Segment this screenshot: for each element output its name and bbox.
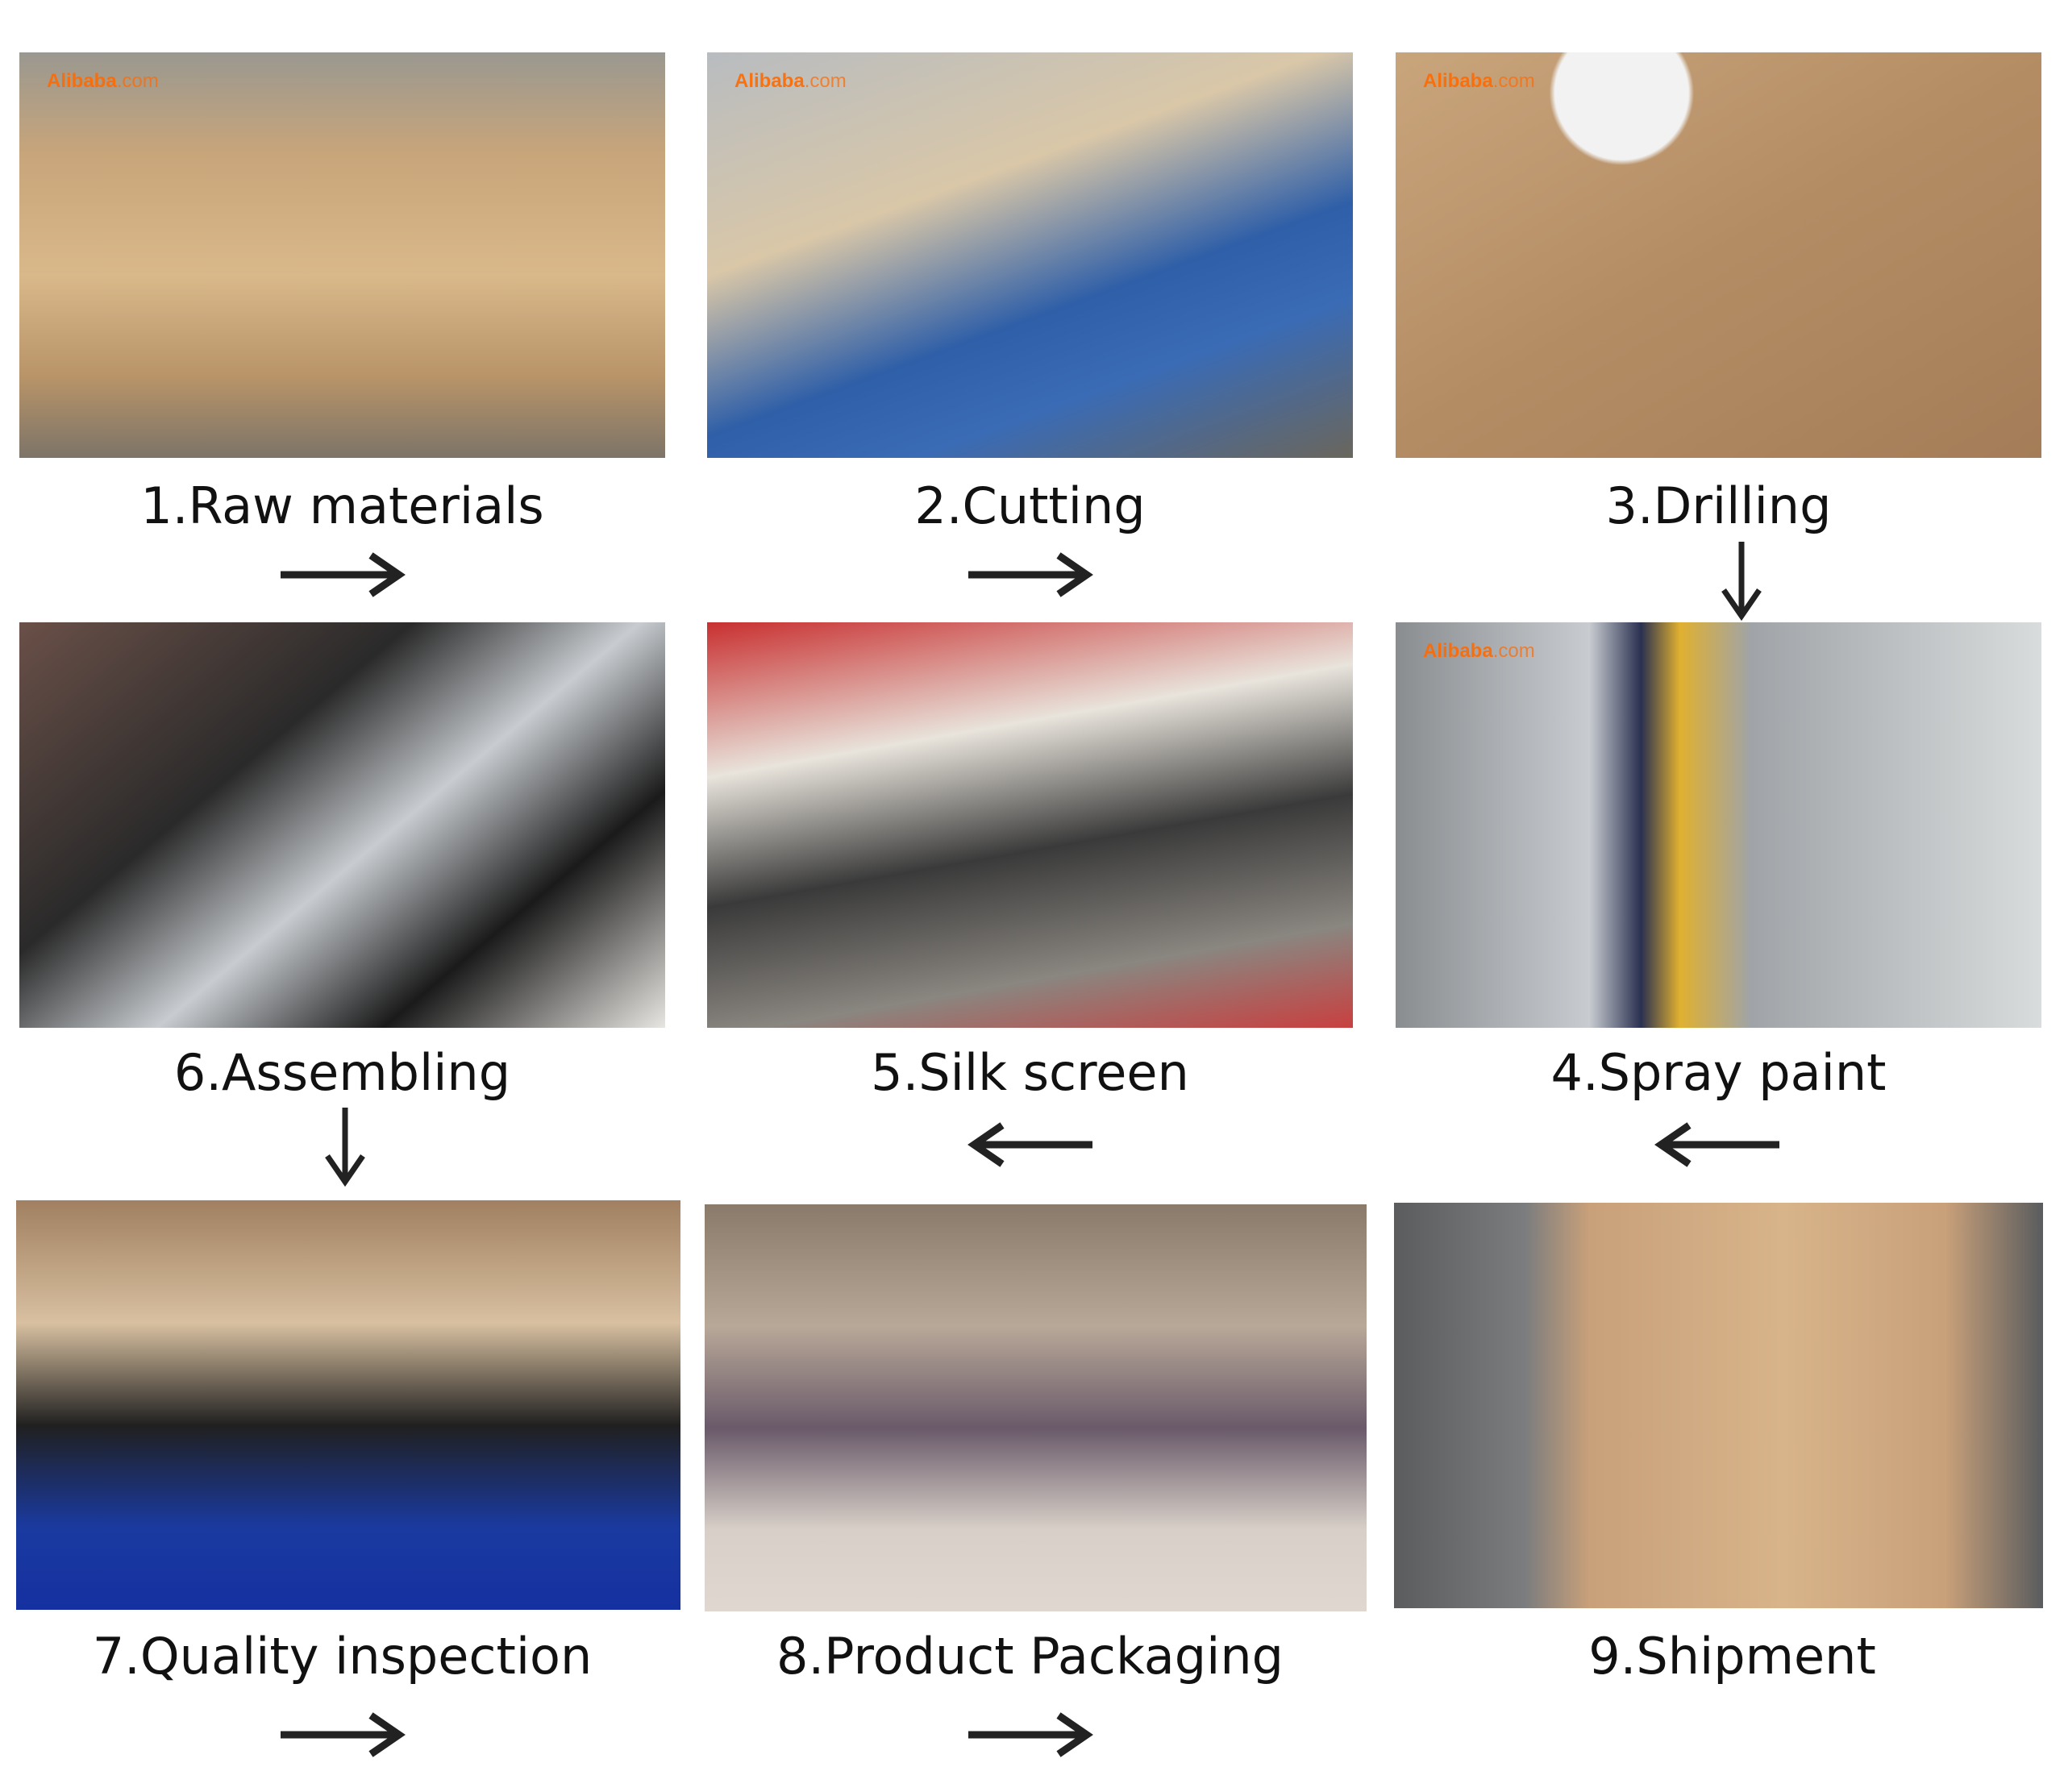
step-label-6: 6.Assembling — [173, 1043, 511, 1102]
step-label-4: 4.Spray paint — [1550, 1043, 1887, 1102]
photo-cutting: Alibaba.com — [707, 52, 1353, 458]
photo-product-packaging — [705, 1204, 1367, 1611]
photo-assembling — [19, 622, 665, 1028]
alibaba-watermark: Alibaba.com — [47, 70, 159, 92]
photo-shipment — [1394, 1203, 2043, 1608]
photo-quality-inspection — [16, 1200, 680, 1610]
step-label-1: 1.Raw materials — [140, 476, 544, 535]
photo-spray-paint: Alibaba.com — [1396, 622, 2041, 1028]
alibaba-watermark: Alibaba.com — [734, 70, 847, 92]
step-label-7: 7.Quality inspection — [92, 1627, 593, 1686]
arrow-left-icon — [968, 1122, 1092, 1167]
arrow-right-icon — [281, 1712, 406, 1757]
step-label-5: 5.Silk screen — [871, 1043, 1189, 1102]
step-label-3: 3.Drilling — [1605, 476, 1832, 535]
arrow-left-icon — [1654, 1122, 1779, 1167]
step-label-2: 2.Cutting — [914, 476, 1146, 535]
arrow-right-icon — [968, 1712, 1093, 1757]
photo-drilling: Alibaba.com — [1396, 52, 2041, 458]
step-label-9: 9.Shipment — [1588, 1627, 1876, 1686]
step-label-8: 8.Product Packaging — [776, 1627, 1284, 1686]
arrow-down-icon — [1721, 542, 1762, 621]
arrow-right-icon — [968, 552, 1093, 597]
alibaba-watermark: Alibaba.com — [1423, 640, 1535, 662]
alibaba-watermark: Alibaba.com — [1423, 70, 1535, 92]
arrow-down-icon — [325, 1108, 365, 1187]
photo-silk-screen — [707, 622, 1353, 1028]
arrow-right-icon — [281, 552, 406, 597]
photo-raw-materials: Alibaba.com — [19, 52, 665, 458]
